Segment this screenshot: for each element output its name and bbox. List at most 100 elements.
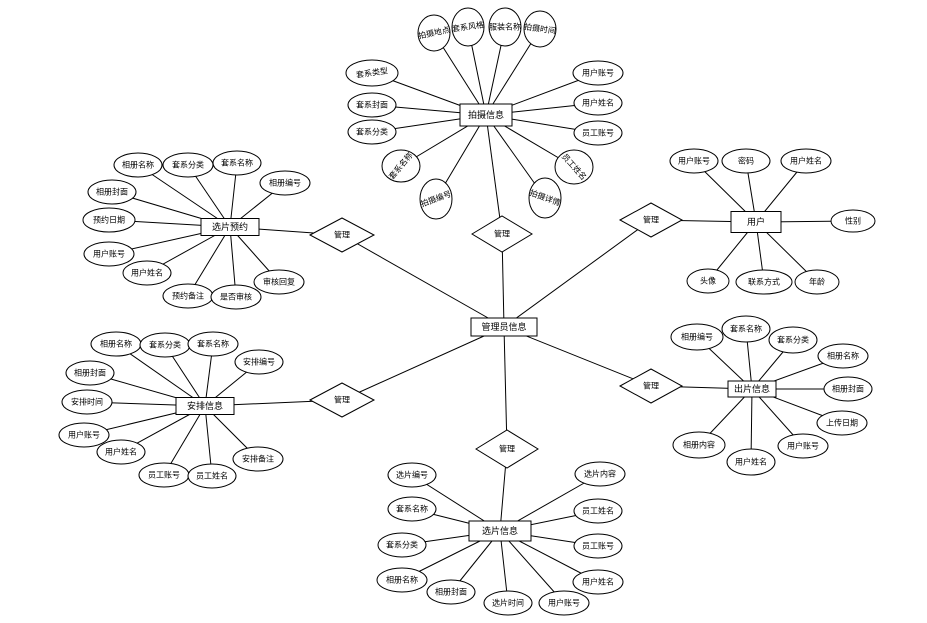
attribute-label: 是否审核 (220, 292, 252, 302)
attribute-ellipse[interactable]: 相册名称 (376, 567, 428, 593)
attribute-ellipse[interactable]: 年龄 (794, 269, 840, 295)
attribute-ellipse[interactable]: 员工姓名 (187, 463, 237, 489)
attribute-label: 联系方式 (748, 277, 780, 287)
entity-arrange[interactable]: 安排信息 (175, 397, 235, 415)
attribute-ellipse[interactable]: 拍摄详情 (528, 177, 562, 219)
attribute-ellipse[interactable]: 员工姓名 (573, 498, 623, 524)
attribute-ellipse[interactable]: 安排备注 (232, 446, 284, 472)
attribute-ellipse[interactable]: 拍摄地点 (417, 14, 451, 52)
attribute-ellipse[interactable]: 安排编号 (234, 349, 284, 375)
relation-label: 管理 (643, 381, 659, 391)
attribute-ellipse[interactable]: 相册封面 (65, 360, 115, 386)
attribute-ellipse[interactable]: 套系名称 (721, 315, 771, 343)
attribute-ellipse[interactable]: 套系风格 (451, 7, 485, 47)
attribute-ellipse[interactable]: 拍摄时间 (523, 10, 557, 48)
attribute-ellipse[interactable]: 预约日期 (82, 207, 136, 233)
attribute-ellipse[interactable]: 用户账号 (572, 60, 624, 86)
attribute-ellipse[interactable]: 套系名称 (212, 150, 262, 176)
attribute-ellipse[interactable]: 套系类型 (345, 59, 399, 87)
relation-right-upper[interactable]: 管理 (618, 202, 684, 238)
relation-left-upper[interactable]: 管理 (308, 217, 376, 253)
attribute-ellipse[interactable]: 用户姓名 (96, 439, 146, 465)
attribute-label: 相册封面 (832, 384, 864, 394)
attribute-ellipse[interactable]: 用户账号 (777, 433, 829, 459)
attribute-ellipse[interactable]: 相册名称 (90, 331, 142, 357)
attribute-label: 套系分类 (149, 340, 181, 350)
attribute-ellipse[interactable]: 联系方式 (735, 269, 793, 295)
attribute-ellipse[interactable]: 员工账号 (573, 120, 623, 146)
entity-select[interactable]: 选片预约 (200, 218, 260, 236)
attribute-ellipse[interactable]: 用户账号 (538, 590, 590, 616)
attribute-label: 选片内容 (584, 469, 616, 479)
entity-release[interactable]: 出片信息 (727, 380, 777, 398)
attribute-ellipse[interactable]: 套系封面 (347, 92, 397, 118)
attribute-ellipse[interactable]: 相册名称 (817, 343, 869, 369)
attribute-label: 年龄 (809, 277, 825, 287)
attribute-label: 安排时间 (71, 397, 103, 407)
attribute-ellipse[interactable]: 服装名称 (488, 7, 522, 47)
attribute-label: 用户账号 (68, 430, 100, 440)
attribute-label: 相册封面 (435, 587, 467, 597)
entity-shoot[interactable]: 拍摄信息 (459, 103, 513, 127)
attribute-ellipse[interactable]: 头像 (686, 268, 730, 294)
attribute-ellipse[interactable]: 预约备注 (162, 283, 214, 309)
attribute-ellipse[interactable]: 上传日期 (816, 410, 868, 436)
attribute-ellipse[interactable]: 套系分类 (162, 152, 214, 178)
connector-line (503, 326, 508, 450)
attribute-label: 相册名称 (827, 351, 859, 361)
attribute-ellipse[interactable]: 安排时间 (61, 389, 113, 415)
attribute-ellipse[interactable]: 相册编号 (259, 170, 311, 196)
relation-right-lower[interactable]: 管理 (618, 368, 684, 404)
entity-label: 用户 (747, 216, 765, 228)
attribute-label: 套系分类 (356, 127, 388, 137)
entity-admin-center[interactable]: 管理员信息 (470, 317, 538, 337)
attribute-ellipse[interactable]: 选片时间 (483, 590, 533, 616)
connector-line (499, 530, 565, 604)
attribute-ellipse[interactable]: 相册封面 (426, 579, 476, 605)
attribute-ellipse[interactable]: 选片编号 (387, 462, 437, 488)
attribute-ellipse[interactable]: 用户账号 (669, 148, 719, 174)
attribute-ellipse[interactable]: 相册名称 (113, 152, 163, 178)
attribute-ellipse[interactable]: 用户姓名 (122, 260, 172, 286)
attribute-ellipse[interactable]: 员工账号 (573, 533, 623, 559)
attribute-ellipse[interactable]: 套系分类 (768, 326, 818, 354)
attribute-ellipse[interactable]: 相册封面 (823, 376, 873, 402)
attribute-ellipse[interactable]: 员工姓名 (554, 149, 594, 185)
attribute-ellipse[interactable]: 用户账号 (83, 241, 135, 267)
connector-line (137, 164, 231, 228)
attribute-ellipse[interactable]: 选片内容 (574, 461, 626, 487)
attribute-label: 员工姓名 (196, 471, 228, 481)
attribute-ellipse[interactable]: 密码 (721, 148, 771, 174)
relation-left-lower[interactable]: 管理 (308, 382, 376, 418)
entity-picked[interactable]: 选片信息 (468, 520, 532, 542)
relation-bottom[interactable]: 管理 (475, 429, 539, 469)
attribute-label: 选片时间 (492, 598, 524, 608)
relation-top[interactable]: 管理 (471, 215, 533, 253)
attribute-ellipse[interactable]: 性别 (830, 209, 876, 233)
attribute-ellipse[interactable]: 用户姓名 (572, 569, 624, 595)
attribute-ellipse[interactable]: 套系分类 (139, 332, 191, 358)
attribute-ellipse[interactable]: 用户姓名 (780, 148, 832, 174)
attribute-ellipse[interactable]: 用户姓名 (726, 448, 776, 476)
connector-line (341, 234, 505, 328)
attribute-ellipse[interactable]: 套系名称 (387, 496, 437, 522)
attribute-label: 套系类型 (355, 65, 388, 79)
attribute-label: 用户账号 (93, 249, 125, 259)
entity-user[interactable]: 用户 (730, 211, 782, 233)
attribute-ellipse[interactable]: 相册编号 (670, 323, 724, 351)
attribute-label: 上传日期 (826, 418, 858, 428)
attribute-label: 预约日期 (93, 215, 125, 225)
attribute-ellipse[interactable]: 套系分类 (377, 532, 427, 558)
attribute-ellipse[interactable]: 相册封面 (87, 179, 137, 205)
attribute-ellipse[interactable]: 拍摄编号 (419, 178, 453, 220)
attribute-ellipse[interactable]: 套系名称 (187, 331, 239, 357)
attribute-ellipse[interactable]: 用户账号 (58, 422, 110, 448)
attribute-ellipse[interactable]: 套系名称 (381, 149, 421, 183)
attribute-ellipse[interactable]: 是否审核 (210, 284, 262, 310)
attribute-ellipse[interactable]: 用户姓名 (573, 90, 623, 116)
attribute-ellipse[interactable]: 审核回复 (253, 269, 305, 295)
attribute-ellipse[interactable]: 员工账号 (138, 462, 190, 488)
attribute-ellipse[interactable]: 相册内容 (672, 431, 726, 459)
attribute-ellipse[interactable]: 套系分类 (347, 119, 397, 145)
